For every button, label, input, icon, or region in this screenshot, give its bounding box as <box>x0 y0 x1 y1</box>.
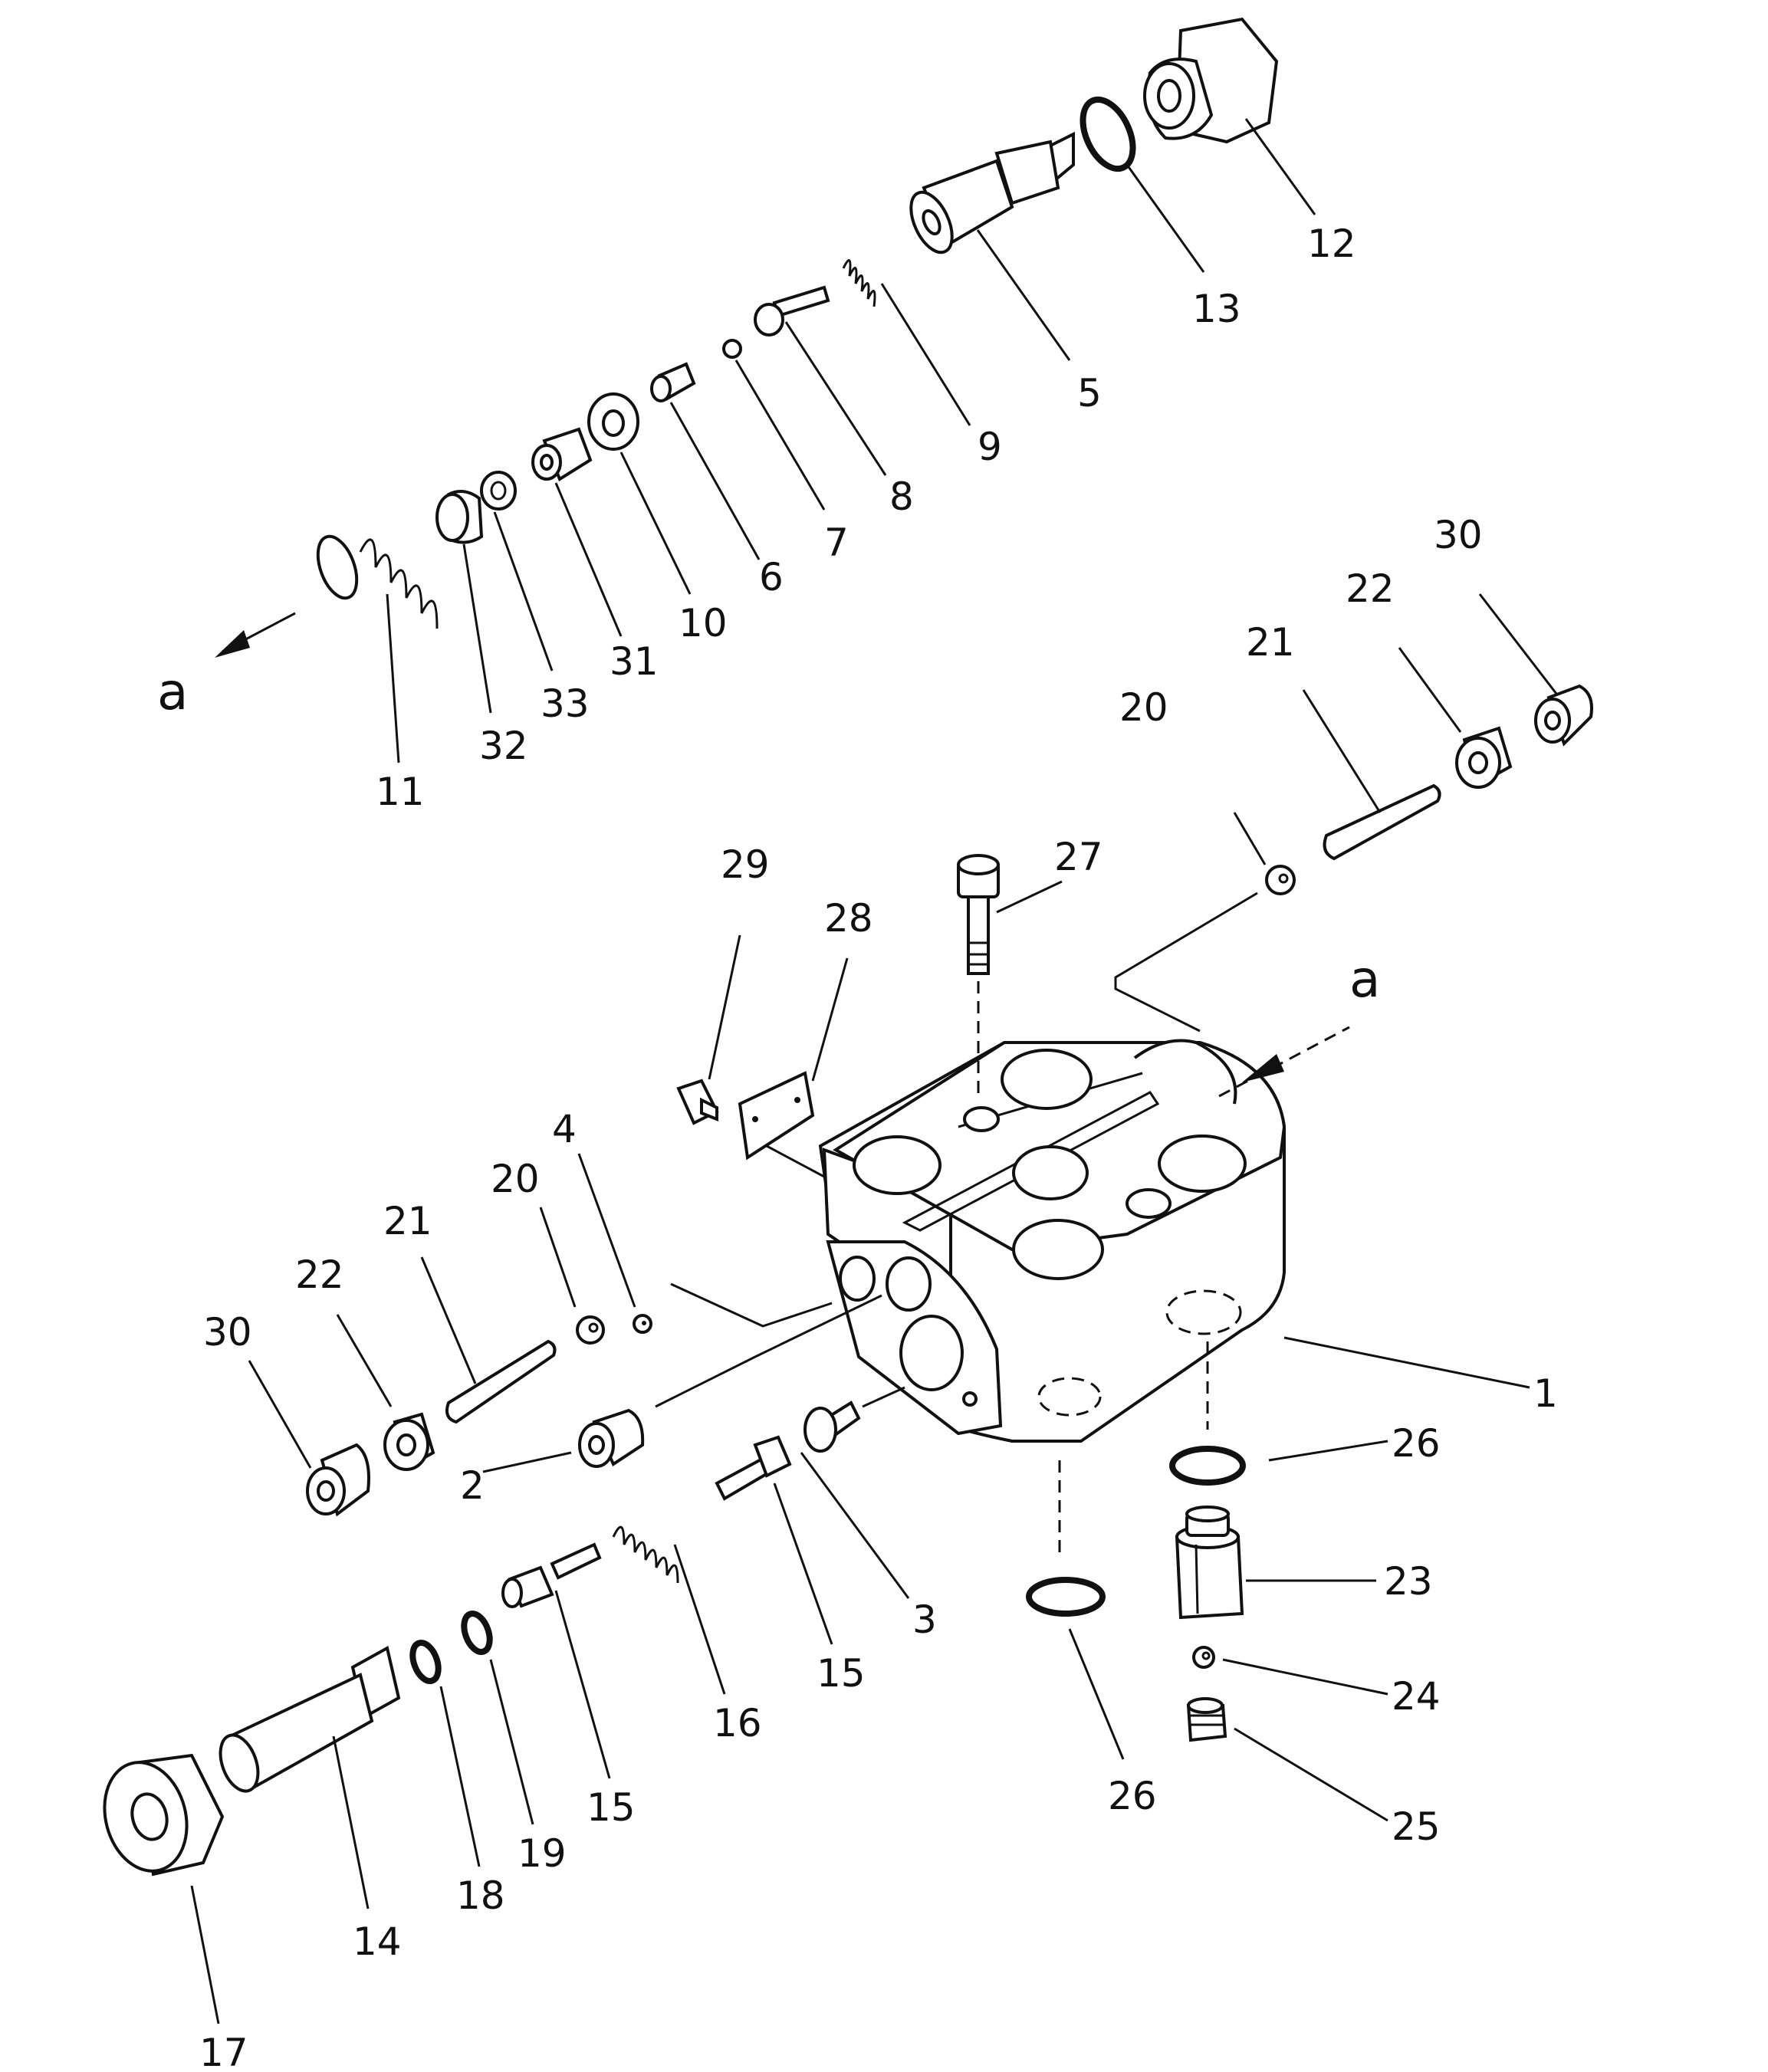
label-8: 8 <box>889 474 914 519</box>
part-26-o-ring-left <box>1026 1577 1106 1617</box>
label-24: 24 <box>1392 1674 1441 1719</box>
part-10-nut <box>587 392 639 451</box>
label-29: 29 <box>721 842 770 887</box>
part-6-seat <box>650 362 696 402</box>
part-20-ball-left <box>576 1315 605 1345</box>
part-15-poppet-upper <box>715 1435 792 1501</box>
label-26-left: 26 <box>1108 1774 1157 1818</box>
part-26-o-ring-right <box>1169 1446 1246 1486</box>
label-32: 32 <box>479 724 528 768</box>
part-20-ball-right <box>1265 865 1296 895</box>
label-21-left: 21 <box>383 1199 432 1243</box>
label-21-right: 21 <box>1246 620 1295 665</box>
label-25: 25 <box>1392 1804 1441 1849</box>
label-7: 7 <box>824 520 849 565</box>
part-23-fitting <box>1175 1506 1244 1620</box>
label-13: 13 <box>1192 287 1241 331</box>
part-17-cap <box>103 1753 225 1877</box>
part-32-retainer <box>435 490 484 544</box>
label-30-left: 30 <box>203 1310 252 1355</box>
callout-labels: 12 13 5 9 8 7 6 10 31 33 32 11 a 30 22 2… <box>157 222 1558 2072</box>
part-25-plug <box>1186 1697 1227 1742</box>
label-17: 17 <box>199 2031 248 2072</box>
label-31: 31 <box>610 639 659 684</box>
part-13-o-ring <box>1080 96 1136 172</box>
part-5-spool <box>909 131 1075 254</box>
label-11: 11 <box>376 770 425 814</box>
label-12: 12 <box>1307 222 1356 266</box>
label-22-right: 22 <box>1346 566 1395 611</box>
part-33-ring <box>480 471 517 511</box>
label-16: 16 <box>713 1701 762 1745</box>
arrow-a-top <box>215 612 296 658</box>
part-12-plug <box>1143 17 1279 144</box>
part-9-spring <box>842 259 876 307</box>
part-18-o-ring <box>409 1640 442 1684</box>
label-26-right: 26 <box>1392 1421 1441 1466</box>
part-22-collar-left <box>383 1412 435 1471</box>
label-22-left: 22 <box>295 1253 344 1297</box>
label-33: 33 <box>541 681 590 726</box>
part-16-spring <box>612 1525 679 1584</box>
part-21-pin-left <box>445 1339 557 1424</box>
label-19: 19 <box>518 1831 567 1876</box>
part-27-bolt <box>957 854 1000 975</box>
part-8-pin <box>754 285 830 337</box>
label-6: 6 <box>759 555 784 599</box>
part-11-spring <box>316 534 439 629</box>
part-2-plug <box>578 1408 645 1468</box>
label-30-right: 30 <box>1434 513 1483 557</box>
part-7-ball <box>722 339 742 359</box>
arrow-a-top-label: a <box>157 662 188 721</box>
label-23: 23 <box>1384 1559 1433 1604</box>
label-18: 18 <box>456 1873 505 1918</box>
label-3: 3 <box>912 1598 937 1642</box>
label-20-right: 20 <box>1119 685 1168 730</box>
label-9: 9 <box>978 425 1002 469</box>
part-4-ball <box>633 1314 652 1334</box>
arrow-a-right <box>1218 1026 1350 1098</box>
label-28: 28 <box>824 896 873 941</box>
part-22-collar-right <box>1455 726 1513 789</box>
arrow-a-right-label: a <box>1349 950 1380 1009</box>
label-20-left: 20 <box>491 1157 540 1201</box>
part-29-screw <box>676 1079 719 1125</box>
part-19-o-ring <box>461 1611 493 1655</box>
leader-lines <box>190 118 1558 2024</box>
part-1-valve-body <box>818 1039 1287 1443</box>
label-1: 1 <box>1533 1371 1558 1416</box>
label-14: 14 <box>353 1919 402 1964</box>
label-5: 5 <box>1077 371 1102 415</box>
part-31-nut <box>531 427 593 481</box>
part-3-cone <box>803 1400 861 1453</box>
label-4: 4 <box>552 1107 577 1151</box>
part-14-spool <box>219 1645 401 1793</box>
part-28-plate <box>738 1071 815 1161</box>
part-15-poppet-lower <box>501 1542 602 1608</box>
flow-line-left <box>670 1282 833 1328</box>
part-21-pin-right <box>1323 783 1441 861</box>
part-30-plug-left <box>306 1443 370 1517</box>
label-2: 2 <box>460 1463 485 1508</box>
label-15-upper: 15 <box>817 1651 866 1696</box>
part-24-ball <box>1192 1646 1215 1669</box>
label-27: 27 <box>1054 835 1103 879</box>
label-15-lower: 15 <box>587 1785 636 1830</box>
flow-line-right <box>1114 892 1258 1033</box>
part-30-plug-right <box>1534 684 1593 747</box>
label-10: 10 <box>679 601 728 645</box>
